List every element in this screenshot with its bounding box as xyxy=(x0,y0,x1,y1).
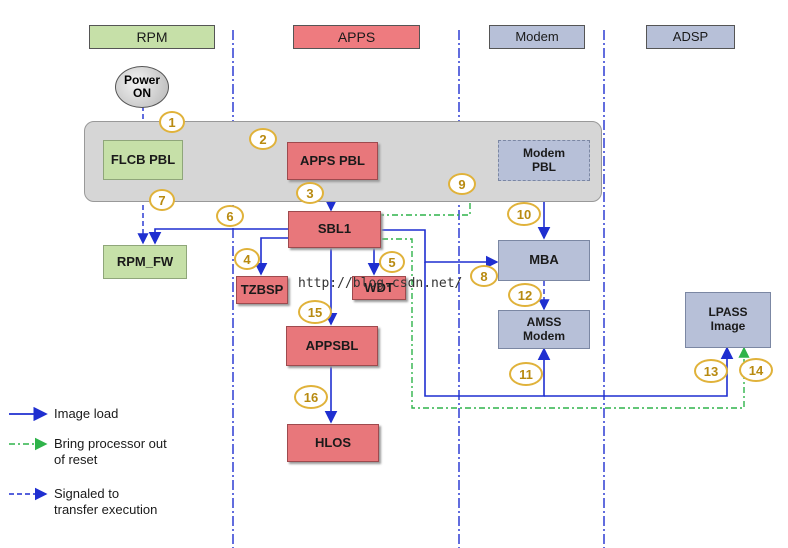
step-14-badge: 14 xyxy=(739,358,773,382)
step-3-badge: 3 xyxy=(296,182,324,204)
apps-pbl-node: APPS PBL xyxy=(287,142,378,180)
step-13-badge: 13 xyxy=(694,359,728,383)
step-8-badge: 8 xyxy=(470,265,498,287)
arrow-step-6 xyxy=(148,228,288,245)
step-6-badge: 6 xyxy=(216,205,244,227)
lane-header-adsp: ADSP xyxy=(646,25,735,49)
step-15-badge: 15 xyxy=(298,300,332,324)
rpm-fw-node: RPM_FW xyxy=(103,245,187,279)
step-4-badge: 4 xyxy=(234,248,260,270)
appsbl-node: APPSBL xyxy=(286,326,378,366)
mba-node: MBA xyxy=(498,240,590,281)
sbl1-node: SBL1 xyxy=(288,211,381,248)
step-5-badge: 5 xyxy=(379,251,405,273)
modem-pbl-node: Modem PBL xyxy=(498,140,590,181)
lane-header-rpm: RPM xyxy=(89,25,215,49)
step-2-badge: 2 xyxy=(249,128,277,150)
arrow-step-8 xyxy=(378,229,499,269)
step-12-badge: 12 xyxy=(508,283,542,307)
hlos-node: HLOS xyxy=(287,424,379,462)
step-11-badge: 11 xyxy=(509,362,543,386)
arrow-step-11 xyxy=(424,262,551,397)
lane-header-modem: Modem xyxy=(489,25,585,49)
lpass-image-node: LPASS Image xyxy=(685,292,771,348)
arrow-step-14 xyxy=(382,238,750,409)
power-on-label: Power ON xyxy=(123,72,160,100)
wdt-node: WDT xyxy=(352,276,406,300)
arrow-step-4 xyxy=(254,237,296,276)
step-16-badge: 16 xyxy=(294,385,328,409)
arrow-step-13 xyxy=(544,346,734,397)
step-9-badge: 9 xyxy=(448,173,476,195)
amss-modem-node: AMSS Modem xyxy=(498,310,590,349)
tzbsp-node: TZBSP xyxy=(236,276,288,304)
step-7-badge: 7 xyxy=(149,189,175,211)
legend-reset-label: Bring processor out of reset xyxy=(54,436,167,468)
flcb-pbl-node: FLCB PBL xyxy=(103,140,183,180)
legend-signaled-label: Signaled to transfer execution xyxy=(54,486,158,518)
watermark-url: http://blog.csdn.net/ xyxy=(298,276,463,291)
step-10-badge: 10 xyxy=(507,202,541,226)
lane-header-apps: APPS xyxy=(293,25,420,49)
step-1-badge: 1 xyxy=(159,111,185,133)
legend-image-load-label: Image load xyxy=(54,406,119,421)
power-on-node: Power ON xyxy=(115,66,169,108)
